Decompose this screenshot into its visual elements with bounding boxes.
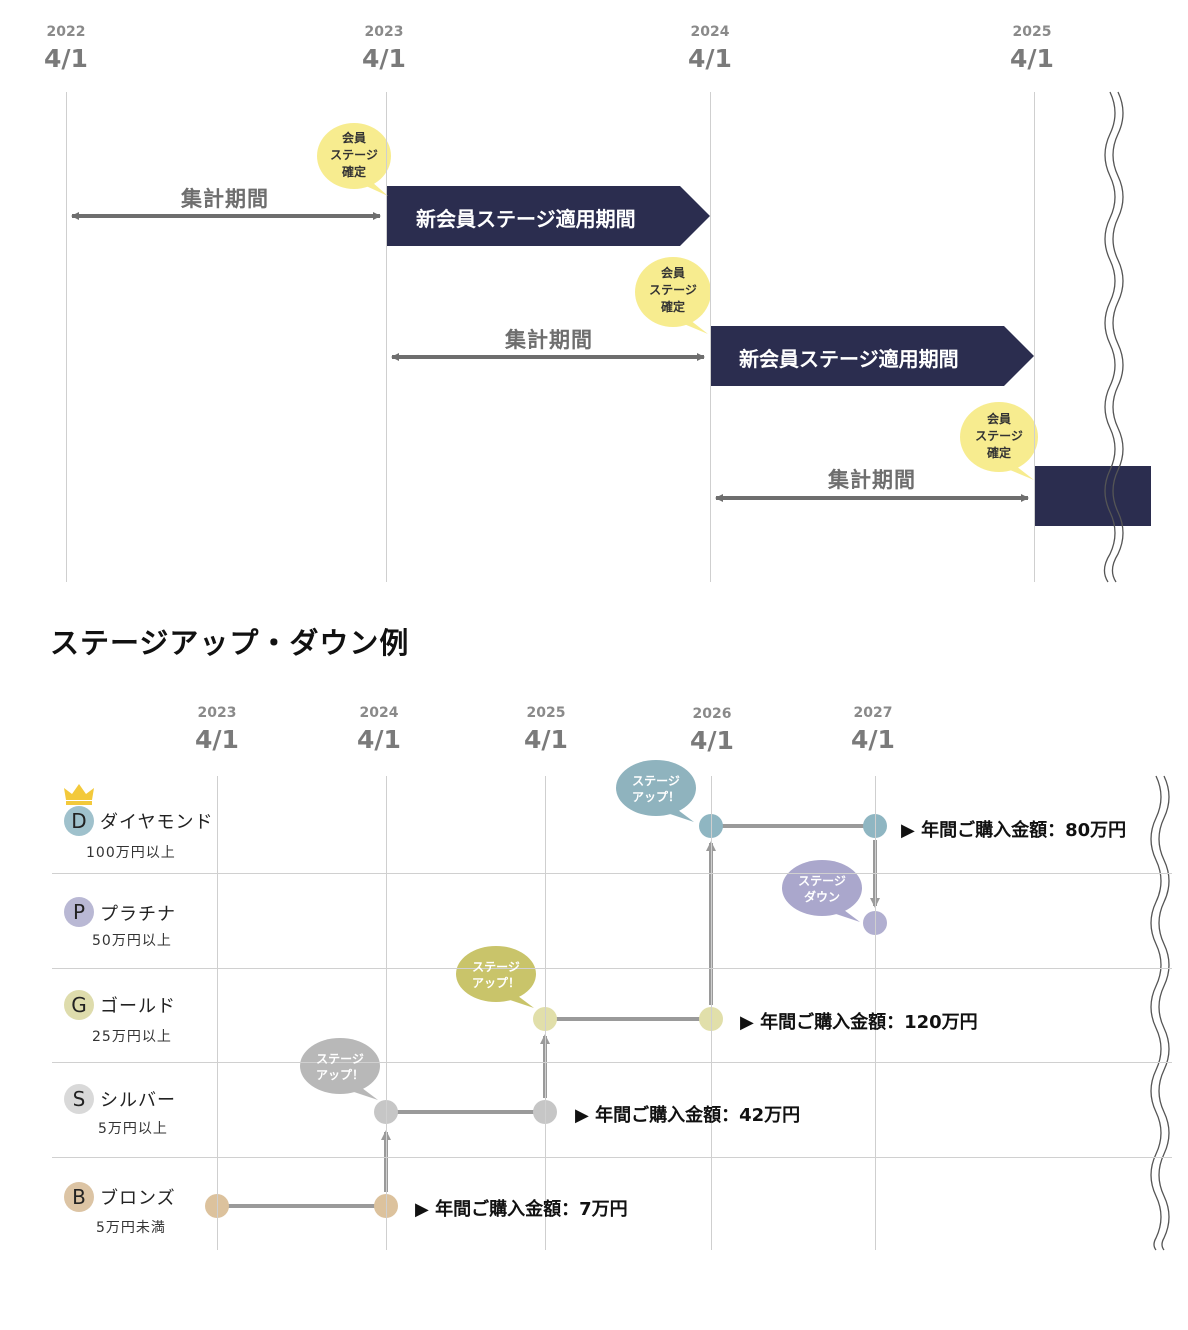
stage-up-text-silver: ステージ アップ！: [315, 1052, 364, 1082]
apply-period-banner-1: [386, 186, 710, 246]
confirm-bubble-2: [635, 257, 711, 334]
collection-period-label-3: 集計期間: [828, 468, 916, 492]
vline-2023: [386, 92, 387, 582]
crown-icon: [64, 784, 94, 805]
stage-up-bubble-diamond: [616, 760, 696, 822]
stage-condition-silver: 5万円以上: [98, 1121, 168, 1137]
confirm-bubble-1: [317, 123, 391, 196]
stage-divider: [52, 1157, 1172, 1158]
stage-condition-diamond: 100万円以上: [86, 845, 176, 861]
purchase-amount-gold: ▶ 年間ご購入金額：120万円: [740, 1012, 978, 1033]
stage-divider: [52, 873, 1172, 874]
timeline-break-wave-2: [1111, 91, 1124, 583]
apply-period-label-1: 新会員ステージ適用期間: [416, 207, 636, 231]
stage-badge-diamond: D: [64, 806, 94, 836]
vline-2025: [1034, 92, 1035, 582]
year-label: 2025: [1012, 24, 1052, 40]
stage-badge-gold: G: [64, 990, 94, 1020]
year-label: 2027: [853, 705, 893, 721]
year-label: 2026: [692, 706, 732, 722]
purchase-amount-diamond: ▶ 年間ご購入金額：80万円: [901, 820, 1127, 841]
stage-chart-break-wave-1: [1150, 775, 1162, 1251]
year-label: 2025: [526, 705, 566, 721]
stage-badge-platinum: P: [64, 897, 94, 927]
year-label: 2024: [359, 705, 399, 721]
date-label: 4/1: [690, 726, 734, 755]
vline-2024: [710, 92, 711, 582]
stage-down-text-platinum: ステージ ダウン: [798, 874, 846, 904]
date-label: 4/1: [688, 44, 732, 73]
apply-period-banner-2: [710, 326, 1034, 386]
apply-period-banner-3: [1034, 466, 1151, 526]
stage-up-text-diamond: ステージ アップ！: [631, 774, 680, 804]
date-label: 4/1: [195, 725, 239, 754]
stage-condition-gold: 25万円以上: [92, 1029, 172, 1045]
stage-name-gold: ゴールド: [100, 996, 176, 1017]
stage-condition-bronze: 5万円未満: [96, 1220, 166, 1236]
date-label: 4/1: [44, 44, 88, 73]
purchase-amount-silver: ▶ 年間ご購入金額：42万円: [575, 1105, 801, 1126]
stage-name-bronze: ブロンズ: [100, 1188, 176, 1209]
collection-period-label-2: 集計期間: [505, 328, 593, 352]
confirm-bubble-3: [960, 402, 1038, 480]
timeline-break-wave-1: [1103, 91, 1116, 583]
date-label: 4/1: [1010, 44, 1054, 73]
stage-chart-break-wave-2: [1158, 775, 1170, 1251]
stage-down-bubble-platinum: [782, 860, 862, 922]
vline-2022: [66, 92, 67, 582]
confirm-bubble-text-2: 会員 ステージ 確定: [649, 266, 697, 314]
date-label: 4/1: [362, 44, 406, 73]
date-label: 4/1: [851, 725, 895, 754]
stage-badge-bronze: B: [64, 1182, 94, 1212]
purchase-amount-bronze: ▶ 年間ご購入金額：7万円: [415, 1199, 628, 1220]
stage-up-text-gold: ステージ アップ！: [471, 960, 520, 990]
stage-condition-platinum: 50万円以上: [92, 933, 172, 949]
vline-2023: [217, 776, 218, 1250]
vline-2027: [875, 776, 876, 1250]
vline-2025: [545, 776, 546, 1250]
stage-name-platinum: プラチナ: [100, 904, 176, 925]
stage-name-silver: シルバー: [100, 1090, 176, 1111]
year-label: 2024: [690, 24, 730, 40]
stage-divider: [52, 968, 1172, 969]
collection-period-label-1: 集計期間: [181, 187, 269, 211]
vline-2024: [386, 776, 387, 1250]
apply-period-label-2: 新会員ステージ適用期間: [739, 347, 959, 371]
stage-up-bubble-gold: [456, 946, 536, 1008]
stage-name-diamond: ダイヤモンド: [100, 812, 214, 833]
stage-badge-silver: S: [64, 1084, 94, 1114]
date-label: 4/1: [357, 725, 401, 754]
confirm-bubble-text-1: 会員 ステージ 確定: [330, 131, 378, 179]
date-label: 4/1: [524, 725, 568, 754]
vline-2026: [711, 776, 712, 1250]
stage-up-bubble-silver: [300, 1038, 380, 1100]
section-title: ステージアップ・ダウン例: [50, 626, 410, 660]
confirm-bubble-text-3: 会員 ステージ 確定: [975, 412, 1023, 460]
year-label: 2023: [197, 705, 237, 721]
stage-divider: [52, 1062, 1172, 1063]
year-label: 2023: [364, 24, 404, 40]
year-label: 2022: [46, 24, 86, 40]
